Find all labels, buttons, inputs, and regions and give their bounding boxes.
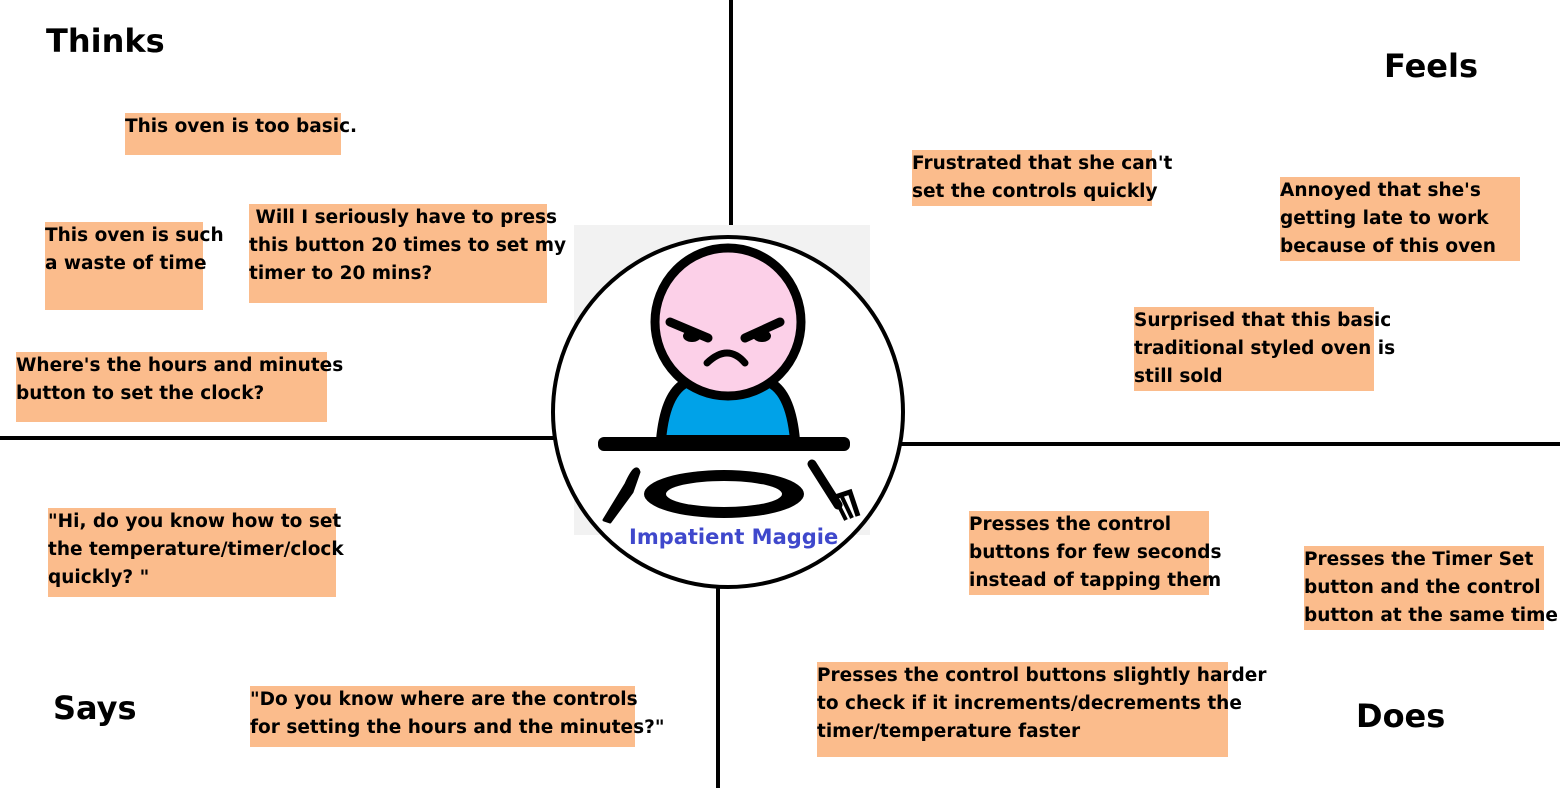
quadrant-label-feels: Feels xyxy=(1384,47,1478,85)
note-line: "Do you know where are the controls xyxy=(250,689,638,710)
note-line: buttons for few seconds xyxy=(969,542,1222,563)
note-line: button and the control xyxy=(1304,577,1541,598)
divider-top-vertical xyxy=(729,0,733,240)
note-line: instead of tapping them xyxy=(969,570,1222,591)
note-line: Presses the Timer Set xyxy=(1304,549,1534,570)
note-line: this button 20 times to set my xyxy=(249,235,567,256)
angry-eyebrow-left-icon xyxy=(665,317,713,343)
note-line: quickly? " xyxy=(48,567,150,588)
sticky-note-thinks-3: Will I seriously have to press this butt… xyxy=(249,204,567,303)
persona-head-icon xyxy=(650,243,806,401)
sticky-note-thinks-1: This oven is too basic. xyxy=(125,113,358,155)
note-line: This oven is such xyxy=(45,225,224,246)
note-line: button to set the clock? xyxy=(16,383,265,404)
sticky-note-does-2: Presses the Timer Set button and the con… xyxy=(1304,546,1558,630)
sticky-note-feels-3: Surprised that this basic traditional st… xyxy=(1134,307,1396,391)
angry-eyebrow-right-icon xyxy=(740,317,785,343)
divider-bottom-vertical xyxy=(716,585,720,788)
note-line: Surprised that this basic xyxy=(1134,310,1392,331)
note-line: Frustrated that she can't xyxy=(912,153,1173,174)
sticky-note-does-1: Presses the control buttons for few seco… xyxy=(969,511,1222,595)
table-icon xyxy=(598,437,850,451)
note-line: Where's the hours and minutes xyxy=(16,355,344,376)
note-line: the temperature/timer/clock xyxy=(48,539,344,560)
plate-inner-icon xyxy=(666,481,782,507)
sticky-note-says-2: "Do you know where are the controls for … xyxy=(250,686,665,747)
quadrant-label-does: Does xyxy=(1356,697,1446,735)
sticky-note-does-3: Presses the control buttons slightly har… xyxy=(817,662,1267,757)
frown-mouth-icon xyxy=(703,349,749,367)
sticky-note-thinks-4: Where's the hours and minutes button to … xyxy=(16,352,344,422)
note-line: Annoyed that she's xyxy=(1280,180,1481,201)
note-line: Presses the control xyxy=(969,514,1172,535)
eye-left-icon xyxy=(683,330,701,342)
note-line: a waste of time xyxy=(45,253,207,274)
note-line: timer to 20 mins? xyxy=(249,263,433,284)
quadrant-label-thinks: Thinks xyxy=(46,22,165,60)
note-line: getting late to work xyxy=(1280,208,1489,229)
sticky-note-feels-1: Frustrated that she can't set the contro… xyxy=(912,150,1173,206)
sticky-note-thinks-2: This oven is such a waste of time xyxy=(45,222,224,310)
divider-left-horizontal xyxy=(0,436,556,440)
fork-icon xyxy=(807,459,861,521)
note-line: still sold xyxy=(1134,366,1223,387)
eye-right-icon xyxy=(753,330,771,342)
note-line: This oven is too basic. xyxy=(125,116,358,137)
divider-right-horizontal xyxy=(900,442,1560,446)
note-line: Presses the control buttons slightly har… xyxy=(817,665,1267,686)
persona-name-label: Impatient Maggie xyxy=(629,525,839,549)
note-line: timer/temperature faster xyxy=(817,721,1081,742)
note-line: "Hi, do you know how to set xyxy=(48,511,342,532)
note-line: button at the same time xyxy=(1304,605,1558,626)
sticky-note-feels-2: Annoyed that she's getting late to work … xyxy=(1280,177,1520,261)
sticky-note-says-1: "Hi, do you know how to set the temperat… xyxy=(48,508,344,597)
note-line: because of this oven xyxy=(1280,236,1496,257)
note-line: traditional styled oven is xyxy=(1134,338,1396,359)
quadrant-label-says: Says xyxy=(53,689,137,727)
note-line: for setting the hours and the minutes?" xyxy=(250,717,665,738)
note-line: set the controls quickly xyxy=(912,181,1158,202)
note-line: to check if it increments/decrements the xyxy=(817,693,1242,714)
note-line: Will I seriously have to press xyxy=(249,207,558,228)
knife-icon xyxy=(602,467,641,524)
